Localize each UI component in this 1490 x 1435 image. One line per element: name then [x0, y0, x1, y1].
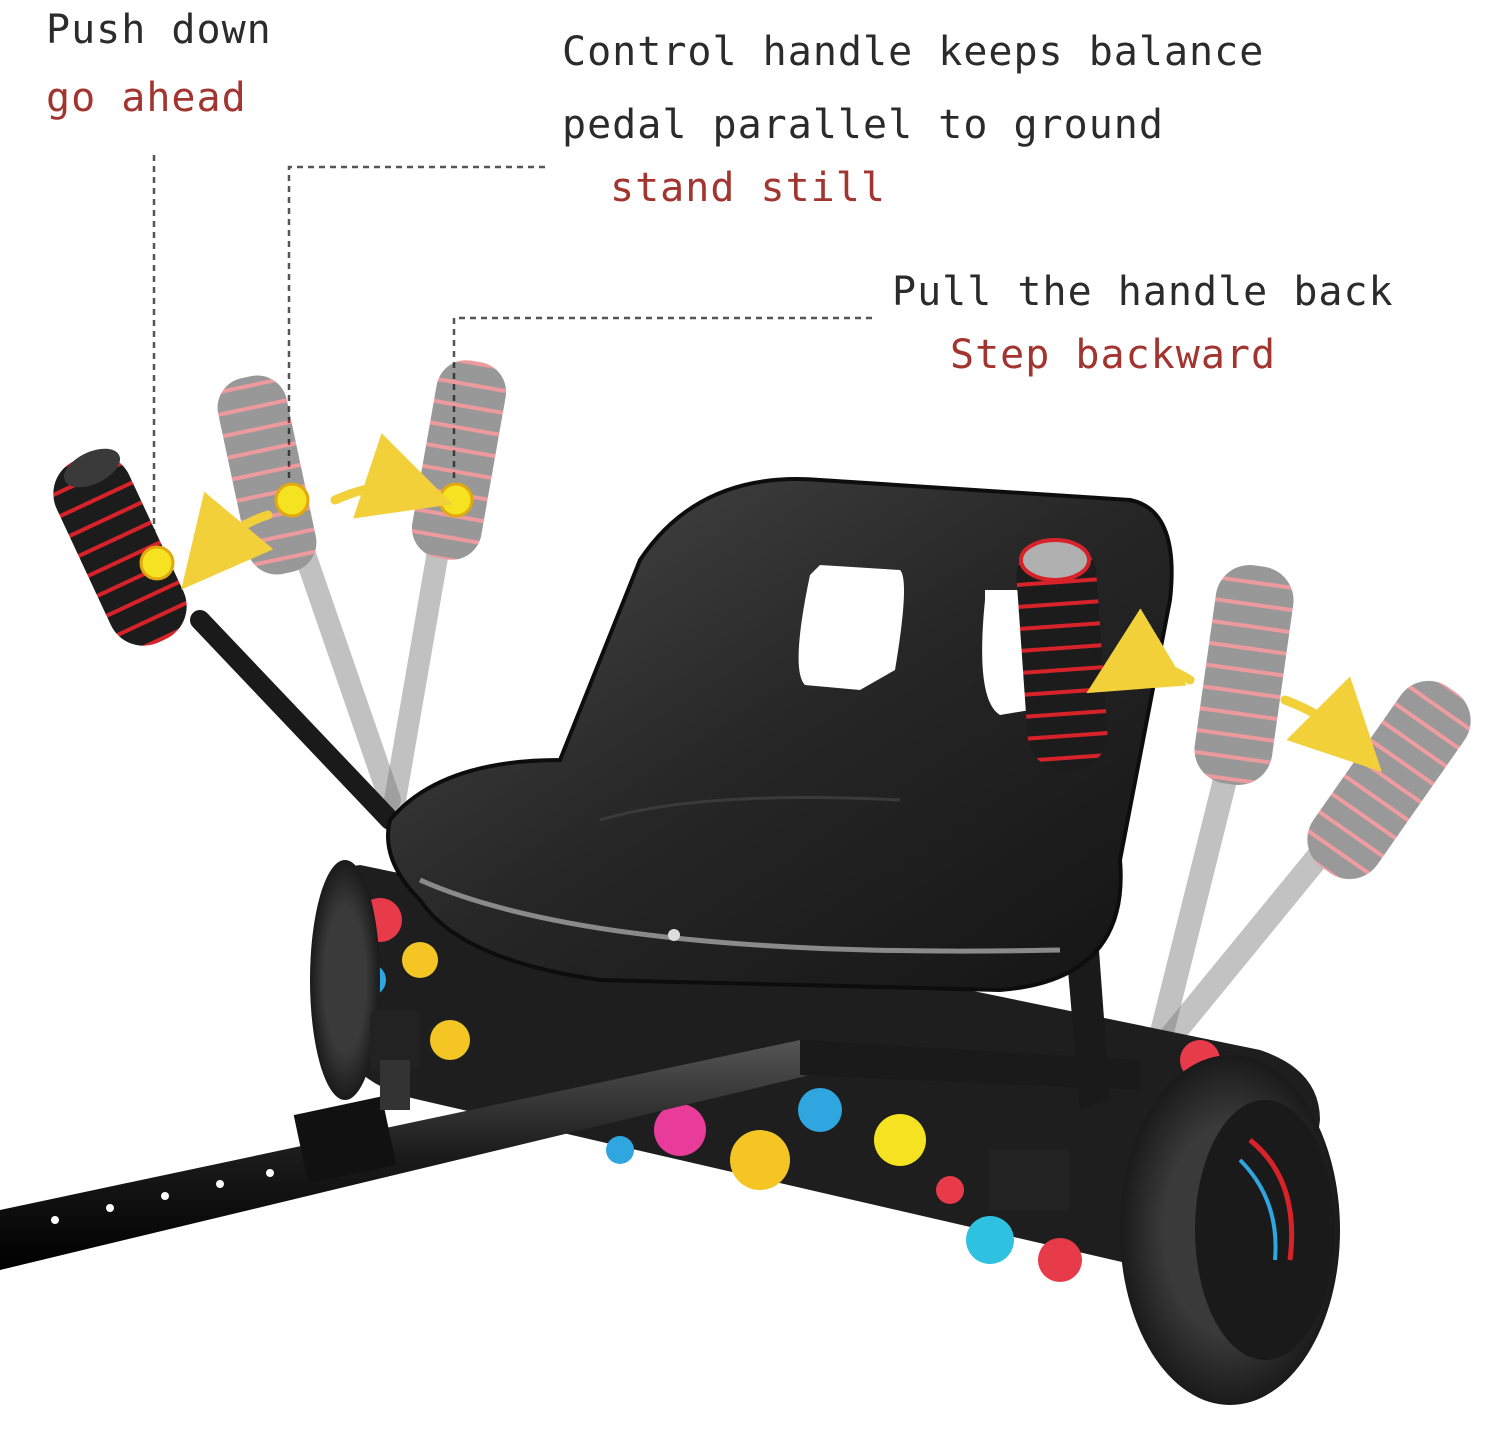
motion-arrows: [181, 433, 1382, 772]
arrow-left-forward: [181, 491, 274, 590]
push-down-title: Push down: [46, 7, 272, 53]
ghost-handle-right-upright: [1148, 565, 1294, 1052]
kart-seat: [386, 477, 1174, 993]
pivot-dot-back: [438, 482, 474, 518]
seat-hole-left: [798, 565, 904, 690]
active-handle-left: [53, 448, 187, 646]
pull-back-title: Pull the handle back: [892, 269, 1394, 315]
leader-control-handle: [287, 165, 545, 492]
ghost-handle-back: [384, 360, 507, 811]
arrow-left-back: [330, 433, 453, 519]
control-handle-line2: pedal parallel to ground: [562, 102, 1164, 148]
pivot-dot-forward: [139, 545, 175, 581]
active-handle-right: [1016, 538, 1108, 771]
ghost-handle-right-forward: [1148, 680, 1471, 1062]
pivot-dot-upright: [274, 482, 310, 518]
arrow-right-forward: [1280, 676, 1382, 772]
pull-back-action: Step backward: [950, 332, 1277, 378]
leader-pull-back: [452, 316, 872, 492]
push-down-action: go ahead: [46, 75, 247, 121]
control-handle-line1: Control handle keeps balance: [562, 29, 1265, 75]
control-handle-action: stand still: [610, 165, 886, 211]
seat-hole-right: [982, 590, 1030, 715]
arrow-right-back: [1086, 608, 1195, 694]
